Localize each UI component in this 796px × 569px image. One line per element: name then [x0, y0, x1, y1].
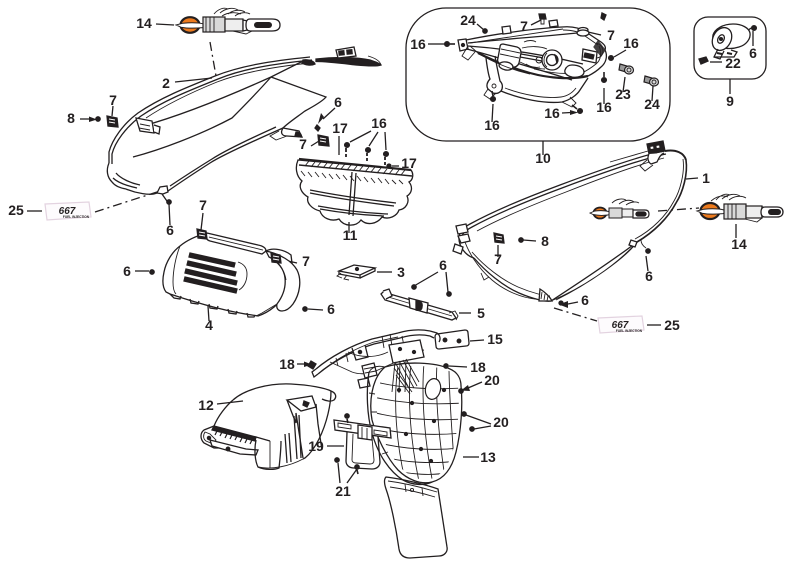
- svg-text:20: 20: [493, 414, 509, 430]
- svg-text:10: 10: [535, 150, 551, 166]
- svg-text:6: 6: [166, 222, 174, 238]
- svg-text:20: 20: [484, 372, 500, 388]
- svg-text:11: 11: [343, 227, 358, 243]
- svg-text:23: 23: [615, 86, 631, 102]
- svg-text:7: 7: [607, 27, 615, 43]
- svg-text:5: 5: [477, 305, 485, 321]
- svg-text:24: 24: [644, 96, 660, 112]
- svg-text:25: 25: [8, 202, 24, 218]
- svg-text:25: 25: [664, 317, 680, 333]
- svg-text:12: 12: [198, 397, 214, 413]
- svg-text:667: 667: [612, 320, 629, 331]
- svg-text:24: 24: [460, 12, 476, 28]
- svg-text:6: 6: [327, 301, 335, 317]
- svg-text:6: 6: [749, 45, 757, 61]
- svg-text:14: 14: [136, 15, 152, 31]
- svg-text:6: 6: [334, 94, 342, 110]
- svg-text:16: 16: [623, 35, 639, 51]
- svg-text:22: 22: [725, 55, 741, 71]
- svg-text:7: 7: [520, 18, 528, 34]
- svg-text:3: 3: [397, 264, 405, 280]
- svg-text:8: 8: [541, 233, 549, 249]
- svg-text:2: 2: [162, 75, 170, 91]
- svg-text:16: 16: [544, 105, 560, 121]
- svg-text:16: 16: [371, 115, 387, 131]
- svg-text:16: 16: [596, 99, 612, 115]
- svg-text:7: 7: [299, 136, 307, 152]
- svg-text:18: 18: [470, 359, 486, 375]
- svg-text:13: 13: [480, 449, 496, 465]
- svg-text:8: 8: [67, 110, 75, 126]
- svg-text:14: 14: [731, 236, 747, 252]
- svg-text:16: 16: [484, 117, 500, 133]
- svg-text:1: 1: [702, 170, 710, 186]
- svg-text:6: 6: [645, 268, 653, 284]
- svg-text:16: 16: [410, 36, 426, 52]
- svg-text:18: 18: [279, 356, 295, 372]
- svg-text:7: 7: [109, 92, 117, 108]
- svg-text:17: 17: [401, 155, 417, 171]
- svg-text:6: 6: [581, 292, 589, 308]
- svg-text:17: 17: [332, 120, 348, 136]
- svg-text:7: 7: [494, 251, 502, 267]
- svg-text:FUEL INJECTION: FUEL INJECTION: [616, 329, 643, 333]
- svg-text:4: 4: [205, 317, 213, 333]
- svg-text:7: 7: [302, 253, 310, 269]
- svg-text:FUEL INJECTION: FUEL INJECTION: [63, 215, 90, 219]
- svg-text:15: 15: [487, 331, 503, 347]
- svg-text:21: 21: [335, 483, 351, 499]
- svg-text:6: 6: [123, 263, 131, 279]
- svg-text:7: 7: [199, 197, 207, 213]
- svg-text:667: 667: [59, 206, 76, 217]
- svg-text:9: 9: [726, 93, 734, 109]
- svg-text:6: 6: [439, 257, 447, 273]
